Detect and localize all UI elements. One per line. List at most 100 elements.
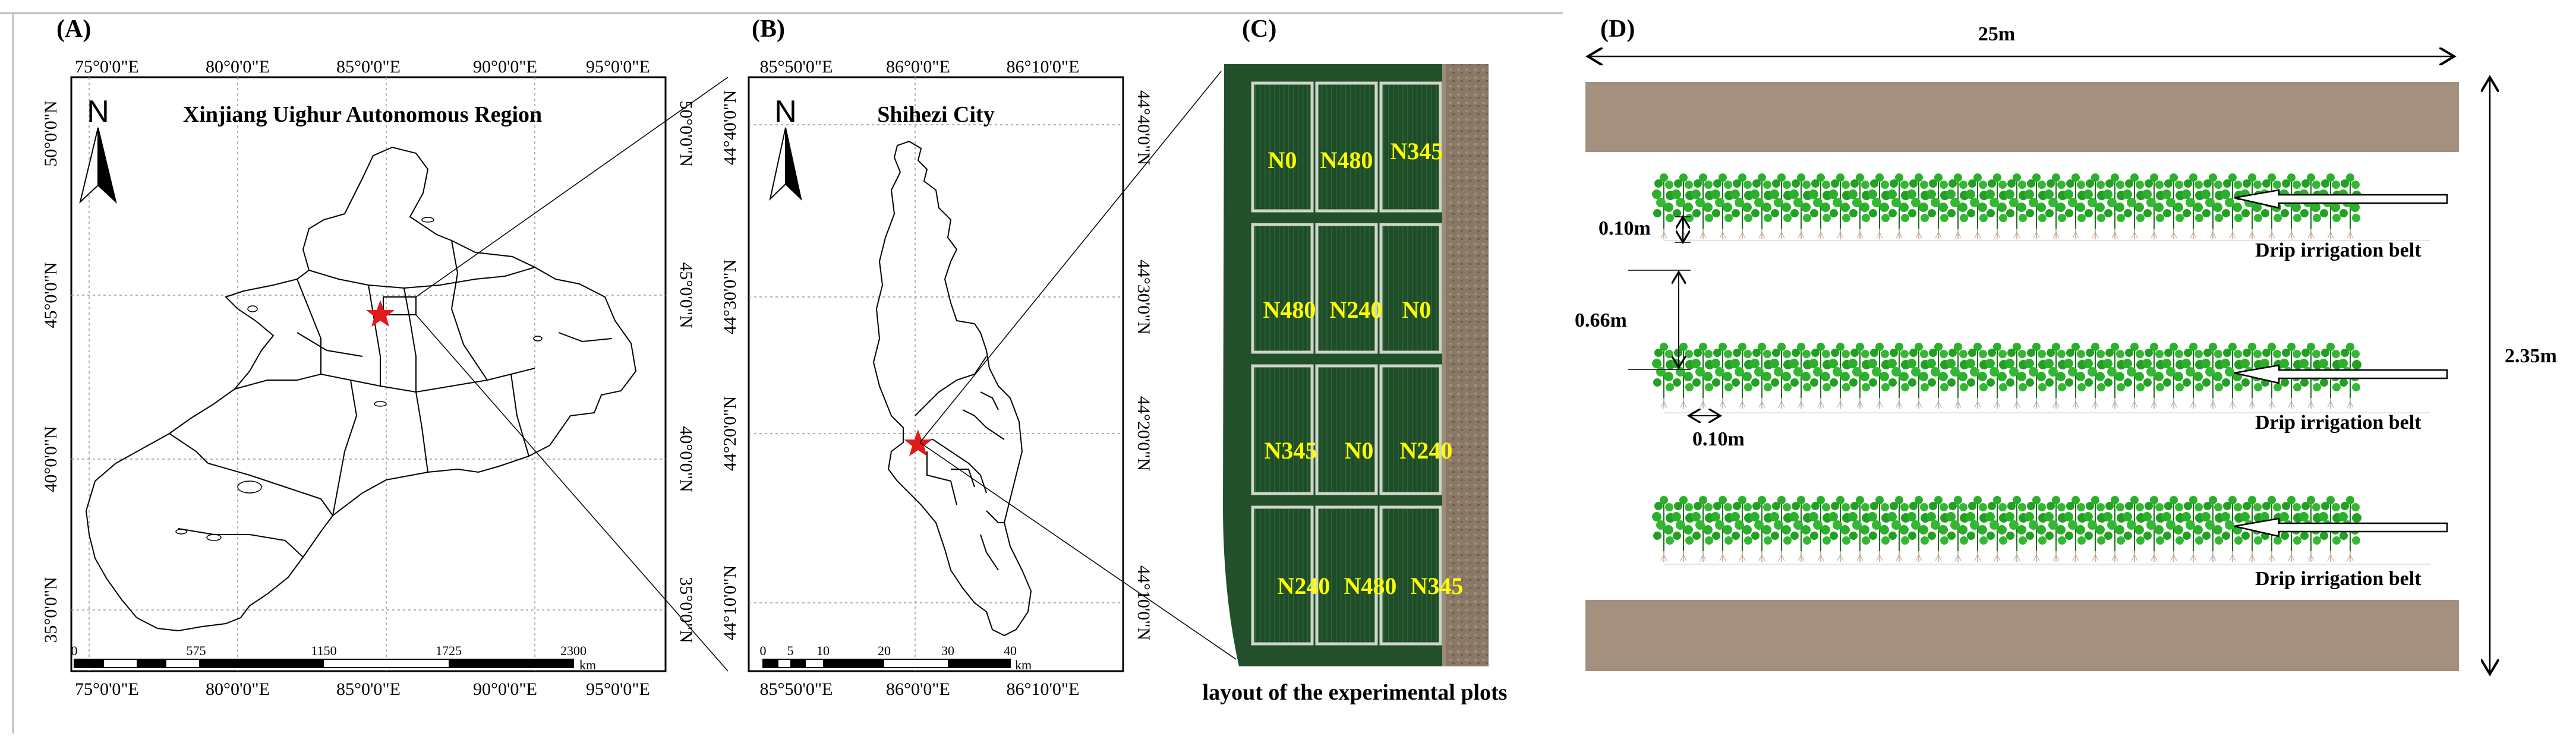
scale-tick: 40	[1004, 643, 1017, 658]
panel-a: (A) 75°0'0"E 80°0'0"E 85°0'0"E 90°0'0"E …	[0, 12, 1563, 733]
map-b-scale-bar: 0 5 10 20 30 40 km	[760, 643, 1032, 672]
lon-tick: 75°0'0"E	[75, 57, 139, 77]
plant-icon	[1867, 342, 1891, 409]
panel-a-label: (A)	[56, 15, 91, 43]
lat-tick: 44°40'0"N	[720, 90, 740, 165]
plant-icon	[1789, 173, 1813, 240]
lon-tick: 85°0'0"E	[336, 679, 401, 699]
lon-tick: 90°0'0"E	[473, 679, 537, 699]
plant-icon	[1769, 495, 1793, 562]
star-marker-icon	[366, 300, 395, 327]
plant-icon	[2220, 173, 2244, 240]
plant-icon	[1847, 495, 1872, 562]
plant-icon	[2220, 342, 2244, 409]
north-arrow-icon: N	[769, 94, 802, 201]
plant-icon	[1867, 173, 1891, 240]
plant-icon	[2161, 495, 2186, 562]
plant-icon	[2044, 173, 2068, 240]
plant-icon	[2200, 173, 2225, 240]
plant-row	[1651, 173, 2362, 240]
lon-tick: 86°0'0"E	[886, 679, 950, 699]
plant-icon	[2024, 495, 2048, 562]
drip-belt-label: Drip irrigation belt	[2255, 412, 2421, 434]
plant-icon	[1926, 173, 1950, 240]
panel-b-label: (B)	[752, 15, 785, 43]
map-a-scale-bar: 0 575 1150 1725 2300 km	[71, 643, 597, 672]
lat-tick: 50°0'0"N	[676, 100, 696, 166]
plant-icon	[2122, 495, 2146, 562]
plant-icon	[2102, 173, 2127, 240]
plant-icon	[1828, 342, 1852, 409]
panel-d-label: (D)	[1600, 15, 1635, 43]
plant-icon	[2181, 173, 2205, 240]
map-a-lon-ticks-top: 75°0'0"E 80°0'0"E 85°0'0"E 90°0'0"E 95°0…	[75, 57, 650, 77]
soil-band-top	[1585, 82, 2459, 152]
plant-icon	[1671, 342, 1695, 409]
plot-label: N0	[1268, 147, 1297, 173]
plant-icon	[2279, 173, 2303, 240]
lat-tick: 44°40'0"N	[1134, 90, 1153, 165]
drip-belt-label: Drip irrigation belt	[2255, 568, 2421, 590]
plant-icon	[2083, 173, 2107, 240]
arrow-icon	[2234, 189, 2448, 209]
plot-label: N240	[1278, 573, 1330, 599]
lon-tick: 95°0'0"E	[586, 679, 650, 699]
map-a-lon-ticks-bottom: 75°0'0"E 80°0'0"E 85°0'0"E 90°0'0"E 95°0…	[75, 679, 650, 699]
plant-icon	[2181, 495, 2205, 562]
lon-tick: 75°0'0"E	[75, 679, 139, 699]
drip-belt-label: Drip irrigation belt	[2255, 239, 2421, 261]
plant-icon	[2142, 173, 2166, 240]
lon-tick: 85°50'0"E	[760, 57, 833, 77]
plant-icon	[1749, 495, 1774, 562]
plant-icon	[1946, 495, 1970, 562]
plant-icon	[2102, 342, 2127, 409]
plant-icon	[2122, 342, 2146, 409]
map-b-lon-ticks-bottom: 85°50'0"E 86°0'0"E 86°10'0"E	[760, 679, 1080, 699]
scale-tick: 0	[760, 643, 767, 658]
plant-icon	[1691, 173, 1715, 240]
length-label: 25m	[1978, 23, 2015, 45]
plant-icon	[1789, 342, 1813, 409]
plot-label: N345	[1265, 437, 1317, 464]
plot-label: N240	[1400, 437, 1453, 464]
svg-text:N: N	[774, 94, 797, 129]
plot-labels: N0 N480 N345 N480 N240 N0 N345 N0 N240 N…	[1263, 138, 1464, 599]
plant-icon	[2044, 495, 2068, 562]
plant-icon	[1691, 342, 1715, 409]
panel-d: (D) 25m 2.35m Drip irrigation belt	[1575, 15, 2557, 674]
scale-unit: km	[1015, 657, 1032, 672]
map-a-inset-box	[383, 296, 417, 315]
arrow-icon	[2234, 364, 2448, 384]
plant-icon	[1965, 173, 1989, 240]
lat-tick: 40°0'0"N	[676, 426, 696, 492]
connector-line	[415, 77, 729, 298]
lon-tick: 80°0'0"E	[206, 679, 270, 699]
plant-icon	[2024, 173, 2048, 240]
shihezi-outline	[872, 140, 1032, 637]
map-a-lat-ticks-right: 50°0'0"N 45°0'0"N 40°0'0"N 35°0'0"N	[676, 100, 696, 643]
plant-icon	[1651, 173, 1676, 240]
plant-icon	[2083, 495, 2107, 562]
plant-icon	[1828, 173, 1852, 240]
map-a-lat-ticks-left: 50°0'0"N 45°0'0"N 40°0'0"N 35°0'0"N	[41, 100, 61, 643]
plant-icon	[1887, 495, 1911, 562]
plant-icon	[1710, 173, 1735, 240]
plant-icon	[2240, 173, 2264, 240]
scale-tick: 30	[941, 643, 954, 658]
plant-icon	[2122, 173, 2146, 240]
plant-icon	[1926, 342, 1950, 409]
plot-label: N345	[1411, 573, 1464, 599]
plant-spacing-label: 0.10m	[1598, 217, 1651, 239]
plant-icon	[1710, 495, 1735, 562]
plant-icon	[1651, 342, 1676, 409]
plant-icon	[1730, 495, 1754, 562]
plant-icon	[1769, 173, 1793, 240]
plant-icon	[2063, 173, 2088, 240]
plant-icon	[1847, 342, 1872, 409]
north-arrow-icon: N	[79, 94, 117, 204]
lat-tick: 44°30'0"N	[720, 260, 740, 334]
scale-unit: km	[579, 657, 596, 672]
plant-icon	[1867, 495, 1891, 562]
scale-tick: 0	[71, 643, 78, 658]
plant-icon	[1985, 495, 2009, 562]
